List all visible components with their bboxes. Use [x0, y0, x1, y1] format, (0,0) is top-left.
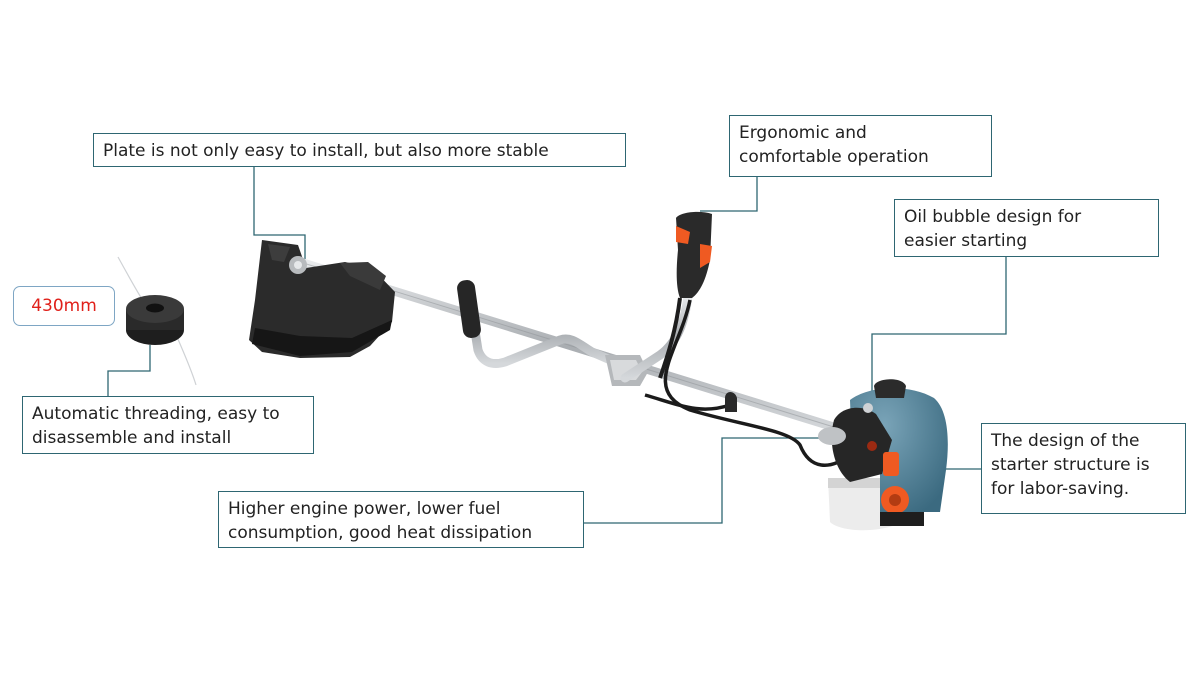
callout-threading: Automatic threading, easy to disassemble… [22, 396, 314, 454]
leader-engine [584, 437, 840, 524]
leader-threading [107, 345, 151, 396]
loop-handle [457, 280, 648, 386]
callout-starter: The design of the starter structure is f… [981, 423, 1186, 514]
callout-oil-bubble: Oil bubble design for easier starting [894, 199, 1159, 257]
engine [828, 379, 948, 531]
length-badge: 430mm [13, 286, 115, 326]
leader-ergonomic [700, 177, 758, 212]
blade-guard [249, 240, 395, 358]
leader-oil-bubble [871, 257, 1007, 398]
shaft-coupler [818, 427, 846, 445]
trimmer-head [117, 256, 197, 386]
rear-handle [620, 211, 712, 383]
cable-clip [725, 392, 737, 412]
callout-engine: Higher engine power, lower fuel consumpt… [218, 491, 584, 548]
callout-ergonomic: Ergonomic and comfortable operation [729, 115, 992, 177]
throttle-cable [644, 299, 852, 467]
callout-plate: Plate is not only easy to install, but a… [93, 133, 626, 167]
